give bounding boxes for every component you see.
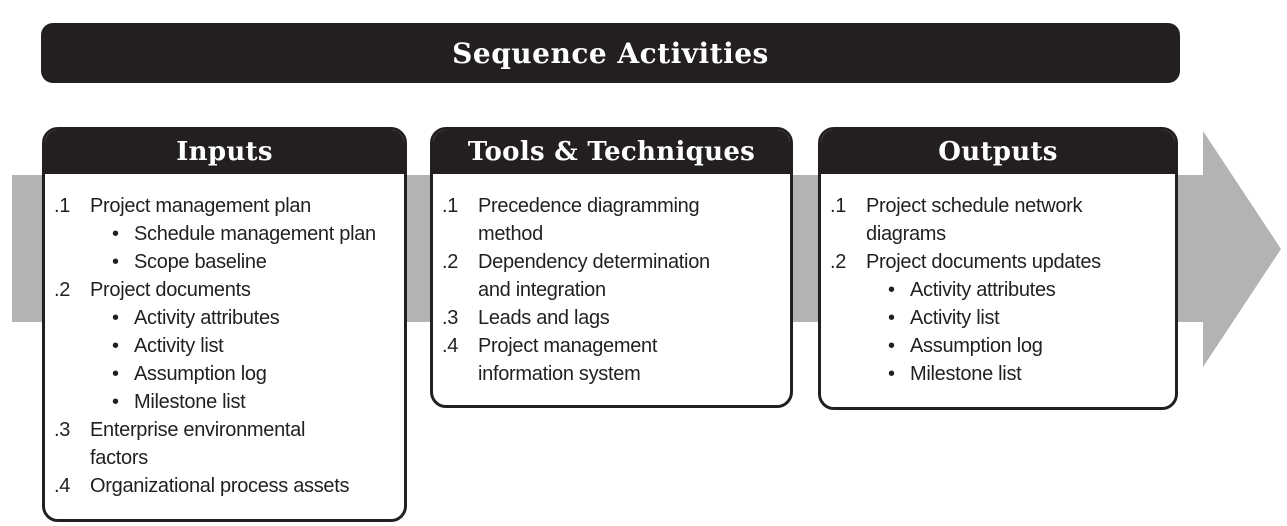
bullet-text: Activity attributes [134,307,280,329]
item-number: .4 [442,335,459,357]
bullet-text: Milestone list [134,391,246,413]
box-header-outputs: Outputs [821,130,1175,174]
item-text: Project management plan [90,195,312,217]
bullet-text: Activity list [134,335,224,357]
numbered-item: .2 Project documents updates [830,248,1171,276]
bullet-icon: • [112,307,119,329]
bullet-text: Activity list [910,307,1000,329]
bullet-text: Assumption log [134,363,267,385]
item-text: Dependency determination and integration [478,251,710,301]
bullet-item: • Activity attributes [888,276,1171,304]
page-title: Sequence Activities [452,36,769,70]
process-box-inputs: Inputs .1 Project management plan • Schedule… [42,127,407,522]
item-text: Project documents updates [866,251,1101,273]
item-text: Enterprise environmental factors [90,419,306,469]
bullet-item: • Activity attributes [112,304,400,332]
item-number: .1 [442,195,459,217]
box-header-tools-techniques: Tools & Techniques [433,130,790,174]
item-text: Organizational process assets [90,475,350,497]
bullet-icon: • [112,251,119,273]
numbered-item: .4 Organizational process assets [54,472,400,500]
bullet-item: • Assumption log [112,360,400,388]
bullet-item: • Assumption log [888,332,1171,360]
box-body: .1 Project management plan • Schedule manag… [45,174,404,500]
item-number: .1 [54,195,71,217]
item-text: Project management information system [478,335,658,385]
item-text: Precedence diagramming method [478,195,700,245]
numbered-item: .1 Project schedule network diagrams [830,192,1171,248]
numbered-item: .4 Project management information system [442,332,786,388]
process-box-outputs: Outputs .1 Project schedule network diagra… [818,127,1178,410]
bullet-text: Milestone list [910,363,1022,385]
box-header-label: Outputs [938,137,1058,167]
flow-arrow-head-icon [1203,131,1281,367]
bullet-icon: • [888,335,895,357]
bullet-text: Scope baseline [134,251,267,273]
numbered-item: .3 Leads and lags [442,304,786,332]
item-number: .4 [54,475,71,497]
bullet-icon: • [888,307,895,329]
item-number: .2 [442,251,459,273]
bullet-icon: • [112,391,119,413]
bullet-item: • Activity list [888,304,1171,332]
bullet-text: Assumption log [910,335,1043,357]
numbered-item: .1 Precedence diagramming method [442,192,786,248]
bullet-item: • Schedule management plan [112,220,400,248]
bullet-icon: • [112,363,119,385]
item-number: .2 [54,279,71,301]
item-text: Leads and lags [478,307,610,329]
numbered-item: .1 Project management plan [54,192,400,220]
box-body: .1 Project schedule network diagrams .2 Pro… [821,174,1175,388]
bullet-icon: • [888,363,895,385]
bullet-item: • Milestone list [112,388,400,416]
box-header-inputs: Inputs [45,130,404,174]
box-body: .1 Precedence diagramming method .2 Depende… [433,174,790,388]
box-header-label: Tools & Techniques [467,137,756,167]
numbered-item: .2 Project documents [54,276,400,304]
bullet-item: • Milestone list [888,360,1171,388]
item-number: .2 [830,251,847,273]
bullet-text: Schedule management plan [134,223,376,245]
item-text: Project schedule network diagrams [866,195,1083,245]
process-box-tools-techniques: Tools & Techniques .1 Precedence diagrammi… [430,127,793,408]
bullet-icon: • [112,335,119,357]
title-bar: Sequence Activities [41,23,1180,83]
item-number: .3 [54,419,71,441]
box-header-label: Inputs [176,137,273,167]
bullet-text: Activity attributes [910,279,1056,301]
numbered-item: .2 Dependency determination and integrati… [442,248,786,304]
item-number: .1 [830,195,847,217]
bullet-item: • Activity list [112,332,400,360]
bullet-icon: • [112,223,119,245]
item-number: .3 [442,307,459,329]
item-text: Project documents [90,279,251,301]
bullet-item: • Scope baseline [112,248,400,276]
bullet-icon: • [888,279,895,301]
numbered-item: .3 Enterprise environmental factors [54,416,400,472]
